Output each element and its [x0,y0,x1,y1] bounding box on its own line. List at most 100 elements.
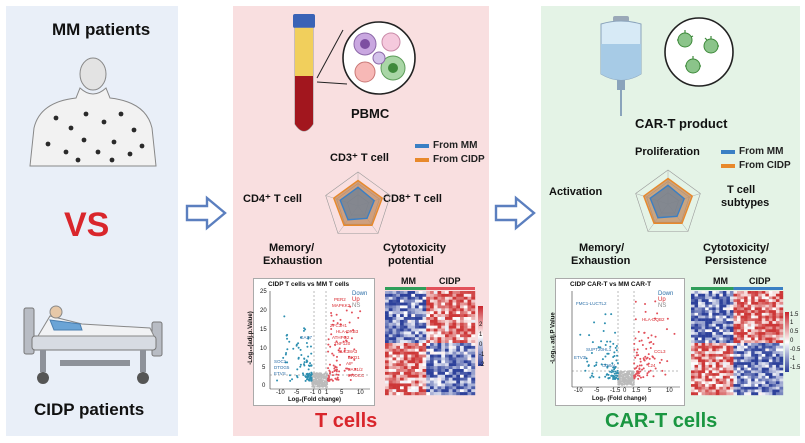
heatmap-cell [765,353,770,357]
heatmap-cell [698,304,702,308]
heatmap-cell [691,370,695,374]
heatmap-cell [705,334,709,338]
heatmap-cell [726,312,731,316]
heatmap-cell [751,392,755,396]
heatmap-cell [430,340,434,344]
heatmap-cell [712,323,716,327]
heatmap-cell [396,351,401,355]
heatmap-cell [722,318,727,322]
heatmap-cell [694,315,699,319]
heatmap-cell [467,383,472,387]
heatmap-cell [422,331,427,335]
volcano-point-up [648,341,651,344]
heatmap-cell [437,392,442,396]
heatmap-cell [761,332,766,335]
heatmap-cell [403,343,408,347]
heatmap-cell [418,299,423,303]
heatmap-cell [772,291,777,294]
volcano-point-down [302,374,305,377]
heatmap-cell [418,319,423,323]
heatmap-cell [772,329,777,333]
heatmap-cell [463,377,468,381]
legend-mm: From MM [721,146,783,157]
heatmap-cell [385,337,389,341]
heatmap-cell [448,380,453,384]
heatmap-cell [726,318,731,322]
volcano-point-ns [318,373,321,376]
heatmap-cell [422,357,427,361]
heatmap-cell [385,340,389,344]
colorbar-tick: -1.5 [790,365,801,371]
heatmap-cell [430,377,434,381]
heatmap-cell [772,293,777,297]
mm-vs-cidp-panel: MM patients VS CIDP patients [6,6,178,436]
heatmap-cell [445,392,449,396]
heatmap-cell [407,351,412,355]
heatmap-cell [691,348,695,352]
heatmap-cell [747,307,752,311]
volcano-point-ns [323,381,326,384]
volcano-point-ns [314,383,317,386]
heatmap-cell [403,299,408,303]
heatmap-cell [705,326,709,330]
heatmap-cell [719,375,724,379]
heatmap-cell [758,326,762,330]
heatmap-cell [712,299,716,303]
heatmap-cell [719,310,724,314]
heatmap-cell [441,348,446,352]
heatmap-cell [740,329,745,333]
heatmap-cell [719,312,724,316]
volcano-point-up [336,322,339,325]
volcano-point-up [336,378,339,381]
gene-label: EXD1 [348,355,360,360]
heatmap-cell [715,392,720,396]
heatmap-cell [437,377,442,381]
heatmap-cell [701,356,706,360]
heatmap-cell [437,319,442,323]
heatmap-cell [712,384,716,387]
volcano-point-ns [620,374,623,377]
heatmap-cell [691,296,695,300]
heatmap-cell [740,362,745,366]
heatmap-cell [708,291,713,294]
volcano-point-up [645,347,648,350]
heatmap-cell [705,332,709,335]
heatmap-cell [448,314,453,318]
volcano-point-ns [626,382,629,385]
volcano-point-ns [632,372,634,375]
heatmap-cell [452,308,457,312]
heatmap-cell [744,381,748,385]
heatmap-cell [463,392,468,396]
heatmap-cell [437,369,442,373]
heatmap-cell [445,380,449,384]
heatmap-cell [722,359,727,363]
heatmap-cell [694,334,699,338]
heatmap-cell [701,299,706,303]
volcano-xlabel: Log₂(Fold change) [288,397,341,403]
heatmap-cell [456,317,461,321]
heatmap-cell [441,305,446,309]
heatmap-cell [437,317,442,321]
volcano-point-up [332,354,335,357]
volcano-point-down [285,351,288,354]
volcano-point-down [609,370,612,373]
heatmap-cell [698,348,702,352]
heatmap-cell [691,353,695,357]
heatmap-cell [768,296,773,300]
heatmap-cell [456,345,461,349]
volcano-point-ns [323,383,326,385]
heatmap-cell [388,305,393,309]
volcano-point-down [606,373,609,376]
heatmap-cell [701,343,706,346]
heatmap-cell [708,367,713,371]
heatmap-cell [775,323,780,327]
heatmap-cell [747,362,752,366]
heatmap-cell [737,386,741,390]
volcano-point-up [635,354,638,357]
heatmap-cell [701,318,706,322]
heatmap-cell [415,322,419,326]
heatmap-cell [708,296,713,300]
heatmap-cell [729,321,734,325]
heatmap-cell [437,328,442,332]
volcano-point-up [656,312,659,315]
